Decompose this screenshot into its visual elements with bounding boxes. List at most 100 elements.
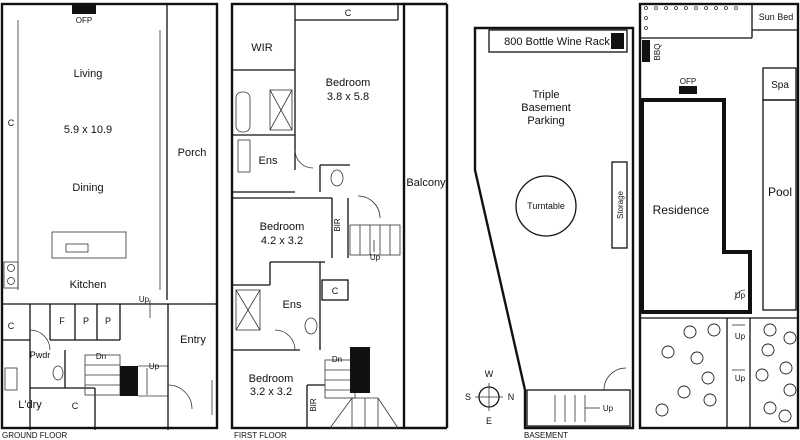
bedroom3-label: Bedroom xyxy=(249,373,294,385)
vanity-symbol xyxy=(237,139,251,173)
parking-label-3: Parking xyxy=(527,115,564,127)
entry-label: Entry xyxy=(180,334,206,346)
bir1-label: BIR xyxy=(333,218,342,232)
tree xyxy=(779,361,793,375)
ofp-label: OFP xyxy=(76,16,92,25)
bedroom2-door-swing xyxy=(357,195,381,219)
tree xyxy=(655,403,669,417)
bedroom2-label: Bedroom xyxy=(260,221,305,233)
tree xyxy=(661,345,675,359)
basement-stair-well xyxy=(526,389,631,427)
tree xyxy=(763,323,777,337)
compass-west-label: W xyxy=(485,369,494,379)
kitchen-label: Kitchen xyxy=(70,279,107,291)
turntable-label: Turntable xyxy=(527,201,565,211)
residence-label: Residence xyxy=(653,203,710,217)
stair-void xyxy=(120,366,138,396)
tree xyxy=(683,325,697,339)
up-label: Up xyxy=(149,362,160,371)
tree xyxy=(778,409,792,423)
basement-outer-wall xyxy=(473,26,635,430)
laundry-label: L'dry xyxy=(18,399,42,411)
shrub xyxy=(704,6,708,10)
ensuite-door-swing xyxy=(294,149,314,169)
ensuite2-label: Ens xyxy=(283,299,302,311)
ofp-label: OFP xyxy=(680,77,696,86)
down-label: Dn xyxy=(96,352,106,361)
pantry-label: P xyxy=(83,316,89,326)
basement-door-swing xyxy=(603,367,627,391)
shower-hatch xyxy=(235,289,261,331)
shrub xyxy=(674,6,678,10)
pool xyxy=(762,99,797,311)
cupboard-label: C xyxy=(72,401,79,411)
porch-label: Porch xyxy=(178,147,207,159)
down-label: Dn xyxy=(332,355,342,364)
up-label: Up xyxy=(735,291,746,300)
shrub xyxy=(644,6,648,10)
bedroom1-size-label: 3.8 x 5.8 xyxy=(327,91,369,103)
tree xyxy=(755,368,769,382)
cupboard-label: C xyxy=(8,118,15,128)
shrub xyxy=(694,6,698,10)
laundry-tub xyxy=(4,367,18,391)
tree xyxy=(783,383,797,397)
shrub xyxy=(644,16,648,20)
shrub xyxy=(664,6,668,10)
first-floor-caption: FIRST FLOOR xyxy=(234,431,287,440)
ensuite1-label: Ens xyxy=(259,155,278,167)
basement-caption: BASEMENT xyxy=(524,431,568,440)
tree xyxy=(703,393,717,407)
burner xyxy=(7,264,15,272)
toilet-symbol xyxy=(330,169,344,187)
shrub xyxy=(714,6,718,10)
first-stairs xyxy=(349,224,401,256)
shower-symbol xyxy=(269,89,293,131)
parking-label-2: Basement xyxy=(521,102,571,114)
parking-label-1: Triple xyxy=(532,89,559,101)
compass-east-label: E xyxy=(486,416,492,426)
storage-cupboard xyxy=(611,161,628,249)
shrub xyxy=(644,26,648,30)
wine-rack-label: 800 Bottle Wine Rack xyxy=(504,36,610,48)
toilet-symbol xyxy=(52,365,64,381)
shrub xyxy=(724,6,728,10)
bedroom3-size-label: 3.2 x 3.2 xyxy=(250,386,292,398)
linen-cupboard xyxy=(321,279,349,301)
trees xyxy=(655,323,797,423)
ensuite2-door-swing xyxy=(274,329,296,351)
powder-label: Pwdr xyxy=(30,350,51,360)
living-size-label: 5.9 x 10.9 xyxy=(64,124,112,136)
sun-bed-label: Sun Bed xyxy=(759,12,794,22)
kitchen-island xyxy=(51,231,127,259)
wir-label: WIR xyxy=(251,42,272,54)
fireplace-symbol xyxy=(72,5,96,14)
site-plan: Sun Bed BBQ OFP Spa Pool Residence Up Up… xyxy=(638,2,800,430)
cooktop-symbol xyxy=(3,261,19,289)
pantry-label: P xyxy=(105,316,111,326)
wine-rack xyxy=(488,29,628,53)
tree xyxy=(701,371,715,385)
living-label: Living xyxy=(74,68,103,80)
wine-rack-end xyxy=(611,33,624,49)
burner xyxy=(7,277,15,285)
gate-swing xyxy=(734,289,746,301)
bbq-label: BBQ xyxy=(653,44,662,61)
cupboard-label: C xyxy=(332,286,339,296)
entry-door-swing xyxy=(167,384,193,410)
tree xyxy=(707,323,721,337)
cupboard-label: C xyxy=(8,321,15,331)
up-label: Up xyxy=(370,253,381,262)
up-label: Up xyxy=(603,404,614,413)
first-floor-plan: C WIR Bedroom 3.8 x 5.8 Ens Balcony BIR … xyxy=(230,2,449,440)
compass-south-label: S xyxy=(465,392,471,402)
up-label: Up xyxy=(735,374,746,383)
up-label: Up xyxy=(139,295,150,304)
sink-symbol xyxy=(65,243,89,253)
turntable-circle xyxy=(515,175,577,237)
shrub xyxy=(684,6,688,10)
pool-label: Pool xyxy=(768,185,792,199)
tree xyxy=(761,343,775,357)
shower-symbol xyxy=(235,289,261,331)
